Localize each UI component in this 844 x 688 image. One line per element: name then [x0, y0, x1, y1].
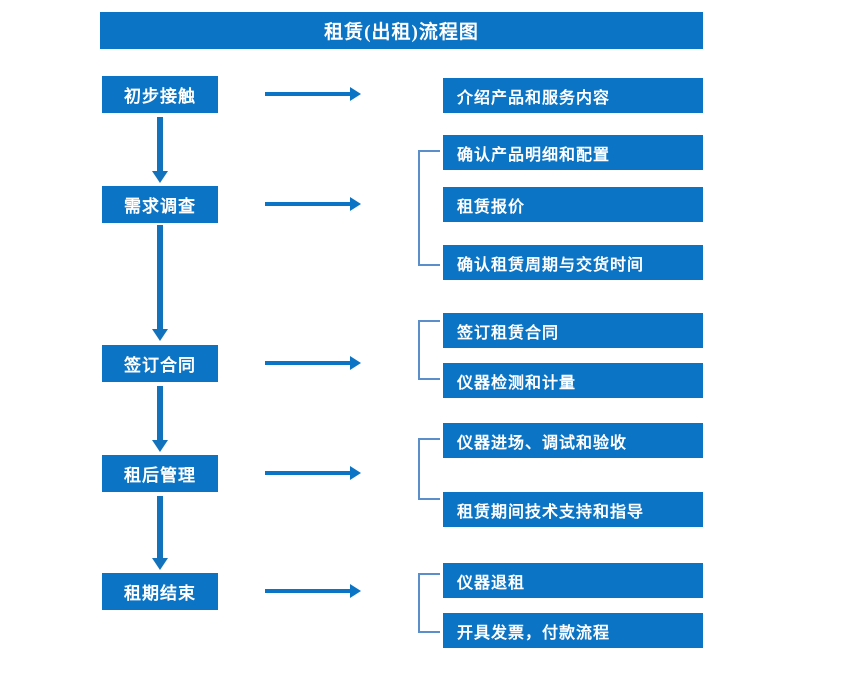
detail-box-8[interactable]: 租赁期间技术支持和指导	[443, 492, 703, 527]
down-arrow-3	[152, 386, 168, 452]
stage-box-4[interactable]: 租后管理	[102, 455, 218, 492]
right-arrow-4	[265, 466, 361, 480]
detail-box-2[interactable]: 确认产品明细和配置	[443, 135, 703, 170]
detail-box-3[interactable]: 租赁报价	[443, 187, 703, 222]
group-bracket-contract	[418, 320, 440, 380]
down-arrow-4	[152, 496, 168, 570]
right-arrow-5	[265, 584, 361, 598]
down-arrow-2	[152, 225, 168, 341]
stage-box-3[interactable]: 签订合同	[102, 345, 218, 382]
detail-box-5[interactable]: 签订租赁合同	[443, 313, 703, 348]
stage-box-5[interactable]: 租期结束	[102, 573, 218, 610]
right-arrow-2	[265, 197, 361, 211]
right-arrow-1	[265, 87, 361, 101]
group-bracket-management	[418, 438, 440, 500]
detail-box-7[interactable]: 仪器进场、调试和验收	[443, 423, 703, 458]
stage-box-2[interactable]: 需求调查	[102, 186, 218, 223]
detail-box-1[interactable]: 介绍产品和服务内容	[443, 78, 703, 113]
detail-box-10[interactable]: 开具发票，付款流程	[443, 613, 703, 648]
group-bracket-end	[418, 573, 440, 633]
stage-box-1[interactable]: 初步接触	[102, 76, 218, 113]
detail-box-6[interactable]: 仪器检测和计量	[443, 363, 703, 398]
down-arrow-1	[152, 117, 168, 183]
detail-box-4[interactable]: 确认租赁周期与交货时间	[443, 245, 703, 280]
group-bracket-demand	[418, 150, 440, 266]
page-title: 租赁(出租)流程图	[100, 12, 703, 49]
detail-box-9[interactable]: 仪器退租	[443, 563, 703, 598]
right-arrow-3	[265, 356, 361, 370]
